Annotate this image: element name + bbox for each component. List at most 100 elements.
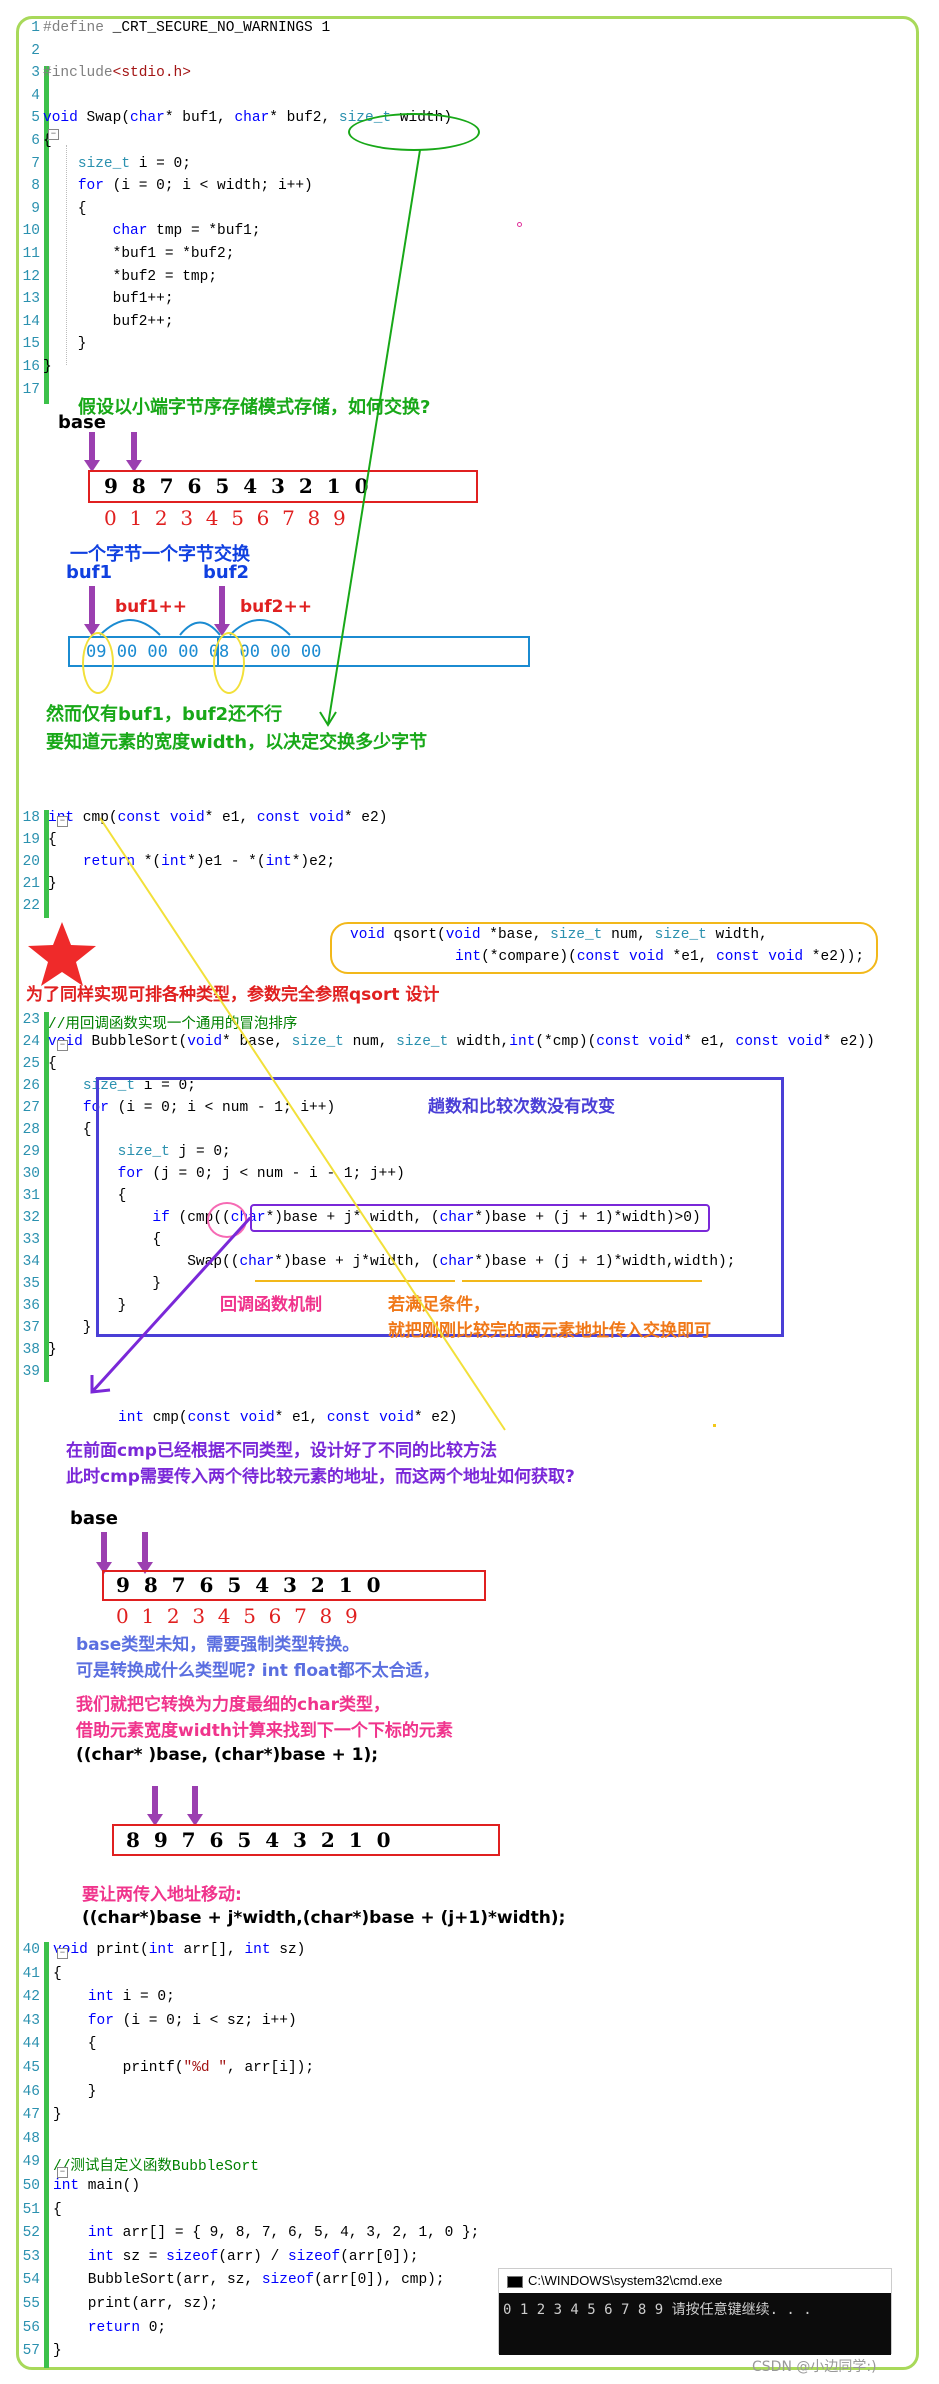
code-line: for (i = 0; i < sz; i++) <box>87 2012 297 2029</box>
line-number: 26 <box>22 1078 40 1094</box>
line-number: 44 <box>22 2036 40 2053</box>
pointer-arrowhead <box>187 1814 203 1826</box>
note-condition-2: 就把刚刚比较完的两元素地址传入交换即可 <box>388 1321 711 1341</box>
code-line: } <box>43 336 87 353</box>
line-number: 38 <box>22 1342 40 1358</box>
indent-guide <box>66 145 67 365</box>
code-line: { <box>48 832 57 848</box>
star-icon <box>28 922 96 986</box>
line-number: 10 <box>22 223 40 240</box>
code-line: { <box>48 1188 127 1204</box>
note-cast-expr: ((char* )base, (char*)base + 1); <box>76 1745 379 1765</box>
array-box <box>88 470 478 503</box>
line-number: 18 <box>22 810 40 826</box>
pointer-arrow <box>89 432 95 462</box>
watermark: CSDN @小边同学:) <box>752 2359 877 2375</box>
code-line: void print(int arr[], int sz) <box>53 1942 306 1958</box>
code-line: { <box>48 1232 162 1248</box>
fold-toggle-icon[interactable]: − <box>57 1040 68 1051</box>
line-number: 35 <box>22 1276 40 1292</box>
array-digits: 9 8 7 6 5 4 3 2 1 0 <box>104 474 369 498</box>
line-number: 12 <box>22 268 40 285</box>
note-base-unknown: base类型未知，需要强制类型转换。 <box>76 1635 360 1655</box>
code-line: size_t i = 0; <box>82 1078 196 1094</box>
pointer-arrow <box>89 586 95 626</box>
pointer-arrowhead <box>147 1814 163 1826</box>
line-number: 34 <box>22 1254 40 1270</box>
line-number: 25 <box>22 1056 40 1072</box>
fold-toggle-icon[interactable]: − <box>57 816 68 827</box>
code-line: } <box>48 876 57 892</box>
code-line: size_t i = 0; <box>77 155 191 172</box>
code-line: { <box>43 133 52 149</box>
line-number: 8 <box>31 178 40 195</box>
fold-toggle-icon[interactable]: − <box>57 1948 68 1959</box>
pointer-arrow <box>219 586 225 626</box>
code-line: for (j = 0; j < num - i - 1; j++) <box>117 1166 405 1182</box>
line-number: 30 <box>22 1166 40 1182</box>
code-line: #define _CRT_SECURE_NO_WARNINGS 1 <box>43 20 331 36</box>
code-line: { <box>43 200 87 217</box>
code-line: } <box>53 2343 62 2360</box>
code-line: char tmp = *buf1; <box>112 223 261 240</box>
buf2pp-label: buf2++ <box>240 597 312 617</box>
qsort-line-2: int(*compare)(const void *e1, const void… <box>455 949 865 965</box>
fold-toggle-icon[interactable]: − <box>48 129 59 140</box>
note-move-addresses: 要让两传入地址移动: <box>82 1885 242 1905</box>
code-line: } <box>53 2107 62 2124</box>
annotation-arrows <box>90 149 506 1431</box>
qsort-prototype-box <box>330 922 878 974</box>
code-line: int main() <box>53 2178 141 2194</box>
qsort-line-1: void qsort(void *base, size_t num, size_… <box>350 927 768 943</box>
code-line: int i = 0; <box>87 1989 175 2006</box>
line-number: 19 <box>22 832 40 848</box>
line-number: 17 <box>22 381 40 398</box>
code-line: { <box>48 1056 57 1072</box>
loop-highlight-box <box>96 1077 784 1337</box>
code-line: } <box>48 1298 127 1314</box>
line-number: 14 <box>22 313 40 330</box>
line-number: 51 <box>22 2201 40 2218</box>
note-trips-unchanged: 趟数和比较次数没有改变 <box>428 1097 615 1117</box>
byte-arcs <box>99 619 291 636</box>
line-number: 22 <box>22 898 40 914</box>
note-qsort-design: 为了同样实现可排各种类型，参数完全参照qsort 设计 <box>26 985 440 1005</box>
code-line: print(arr, sz); <box>53 2296 219 2312</box>
line-number: 48 <box>22 2130 40 2147</box>
base-label: base <box>58 412 106 433</box>
array-box-3 <box>112 1824 500 1856</box>
code-line: printf("%d ", arr[i]); <box>53 2060 315 2076</box>
cmp-args-box <box>250 1204 710 1232</box>
cmd-icon <box>507 2275 523 2288</box>
line-number: 9 <box>31 200 40 217</box>
line-number: 29 <box>22 1144 40 1160</box>
line-number: 2 <box>31 42 40 59</box>
line-number: 39 <box>22 1364 40 1380</box>
note-move-expr: ((char*)base + j*width,(char*)base + (j+… <box>82 1908 566 1928</box>
cmd-window: C:\WINDOWS\system32\cmd.exe 0 1 2 3 4 5 … <box>498 2268 892 2355</box>
cmd-body: 0 1 2 3 4 5 6 7 8 9 请按任意键继续. . . <box>499 2293 891 2355</box>
line-number: 49 <box>22 2154 40 2171</box>
stray-dot <box>517 222 522 227</box>
line-number: 33 <box>22 1232 40 1248</box>
line-number: 45 <box>22 2060 40 2076</box>
line-number: 4 <box>31 87 40 104</box>
pointer-arrow <box>101 1532 107 1564</box>
base-label-2: base <box>70 1508 118 1529</box>
code-line: } <box>48 1320 92 1336</box>
swap-args-underline <box>462 1280 702 1282</box>
line-number: 3 <box>31 65 40 82</box>
line-number: 32 <box>22 1210 40 1226</box>
note-cmp-designed: 在前面cmp已经根据不同类型，设计好了不同的比较方法 <box>66 1441 497 1461</box>
line-number: 57 <box>22 2343 40 2360</box>
line-number: 40 <box>22 1942 40 1958</box>
array-box-2 <box>102 1570 486 1601</box>
code-line: int sz = sizeof(arr) / sizeof(arr[0]); <box>87 2248 419 2265</box>
pointer-arrow <box>131 432 137 462</box>
code-line: //测试自定义函数BubbleSort <box>53 2159 259 2176</box>
fold-toggle-icon[interactable]: − <box>57 2167 68 2178</box>
code-line: for (i = 0; i < width; i++) <box>77 178 313 195</box>
line-number: 11 <box>22 246 40 262</box>
line-number: 24 <box>22 1034 40 1050</box>
